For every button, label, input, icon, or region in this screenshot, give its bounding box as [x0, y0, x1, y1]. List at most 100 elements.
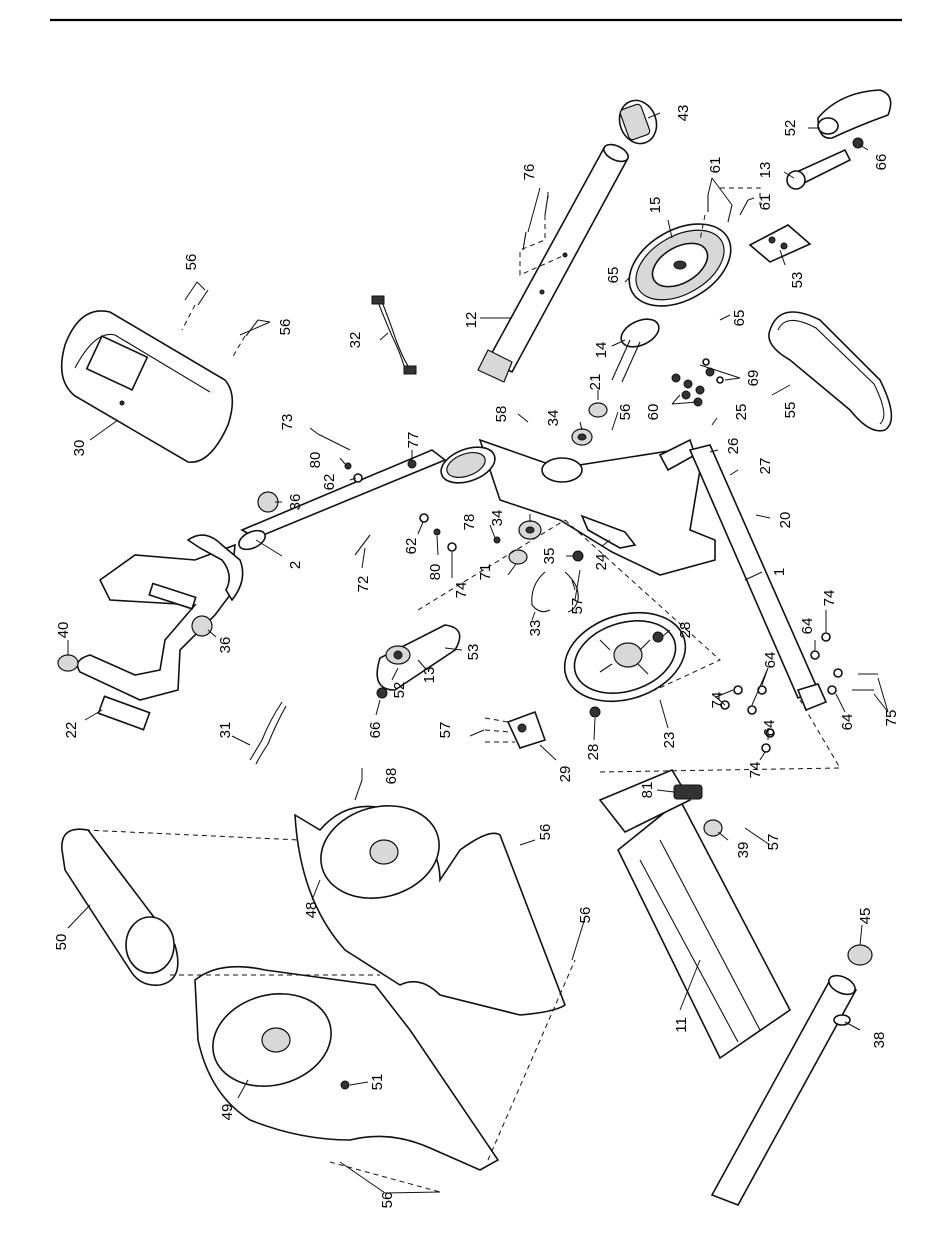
callout-32: 32 — [347, 332, 364, 349]
callout-52: 52 — [782, 120, 799, 137]
callout-66: 66 — [873, 154, 890, 171]
part-66-bolt-left — [377, 688, 387, 698]
callout-38: 38 — [871, 1032, 888, 1049]
callout-48: 48 — [303, 902, 320, 919]
part-52-13-crank-right — [787, 90, 891, 189]
callout-25: 25 — [733, 404, 750, 421]
callout-1: 1 — [771, 568, 788, 576]
callout-21: 21 — [587, 374, 604, 391]
part-1-rail — [690, 445, 826, 710]
part-14-axle — [612, 314, 663, 382]
callout-13: 13 — [421, 667, 438, 684]
part-11-base — [600, 770, 790, 1058]
callout-56: 56 — [577, 907, 594, 924]
callout-68: 68 — [383, 768, 400, 785]
callout-29: 29 — [557, 766, 574, 783]
callout-15: 15 — [647, 197, 664, 214]
part-35-bushing — [573, 551, 583, 561]
callout-13: 13 — [757, 162, 774, 179]
callout-55: 55 — [782, 402, 799, 419]
part-74-screw-a — [448, 543, 456, 551]
callout-33: 33 — [527, 620, 544, 637]
callout-76: 76 — [521, 164, 538, 181]
callout-14: 14 — [593, 342, 610, 359]
callout-30: 30 — [71, 440, 88, 457]
part-56-console-screws — [182, 290, 258, 358]
callout-34: 34 — [489, 510, 506, 527]
callout-23: 23 — [661, 732, 678, 749]
callout-56: 56 — [537, 824, 554, 841]
callout-40: 40 — [55, 622, 72, 639]
part-68-screw — [355, 780, 362, 800]
part-80-washer-a — [345, 463, 351, 469]
part-28-nut-b — [590, 707, 600, 717]
callout-36: 36 — [287, 494, 304, 511]
part-23-flywheel — [553, 598, 697, 716]
callout-49: 49 — [219, 1104, 236, 1121]
callout-24: 24 — [593, 554, 610, 571]
callout-57: 57 — [437, 722, 454, 739]
part-80-washer-b — [434, 529, 440, 535]
part-31-wire — [250, 702, 286, 764]
callout-75: 75 — [883, 710, 900, 727]
callout-81: 81 — [639, 782, 656, 799]
callout-78: 78 — [461, 514, 478, 531]
callout-77: 77 — [405, 432, 422, 449]
part-72-bolt — [355, 535, 370, 555]
callout-52: 52 — [391, 682, 408, 699]
part-60-69-fasteners — [672, 359, 723, 406]
callout-50: 50 — [53, 934, 70, 951]
callout-80: 80 — [427, 564, 444, 581]
callout-61: 61 — [757, 194, 774, 211]
callout-64: 64 — [839, 714, 856, 731]
part-43-end-cap — [614, 95, 663, 149]
callout-27: 27 — [757, 458, 774, 475]
callout-34: 34 — [545, 410, 562, 427]
callout-80: 80 — [307, 452, 324, 469]
callout-71: 71 — [477, 564, 494, 581]
part-36-knob-b — [192, 616, 212, 636]
callout-64: 64 — [761, 720, 778, 737]
callout-43: 43 — [675, 105, 692, 122]
callout-28: 28 — [677, 622, 694, 639]
callout-65: 65 — [731, 310, 748, 327]
part-21-bearing — [589, 403, 607, 417]
part-15-pulley — [615, 207, 745, 323]
callout-74: 74 — [821, 590, 838, 607]
callout-45: 45 — [857, 908, 874, 925]
callout-66: 66 — [367, 722, 384, 739]
part-51-clip — [341, 1081, 349, 1089]
callout-56: 56 — [379, 1192, 396, 1209]
callout-26: 26 — [725, 438, 742, 455]
callout-74: 74 — [747, 762, 764, 779]
part-40-end-cap — [58, 655, 78, 671]
callout-64: 64 — [762, 652, 779, 669]
callout-57: 57 — [765, 834, 782, 851]
part-50-side-cover — [62, 829, 178, 985]
part-73-bolt — [318, 434, 350, 450]
callout-2: 2 — [287, 561, 304, 569]
callout-61: 61 — [707, 157, 724, 174]
callout-22: 22 — [63, 722, 80, 739]
callout-56: 56 — [183, 254, 200, 271]
part-53-pedal-left — [377, 625, 460, 690]
part-22-handlebar — [78, 535, 243, 730]
part-29-bracket — [508, 712, 545, 748]
callout-31: 31 — [217, 722, 234, 739]
callout-12: 12 — [463, 312, 480, 329]
callout-11: 11 — [673, 1017, 690, 1033]
callout-72: 72 — [355, 576, 372, 593]
callout-51: 51 — [369, 1074, 386, 1091]
callout-35: 35 — [541, 548, 558, 565]
part-62-spacer-b — [420, 514, 428, 522]
callout-53: 53 — [465, 644, 482, 661]
callout-56: 56 — [277, 319, 294, 336]
callout-62: 62 — [403, 538, 420, 555]
callout-65: 65 — [605, 267, 622, 284]
part-28-nut-a — [653, 632, 663, 642]
callout-57: 57 — [569, 598, 586, 615]
part-81-end-cap — [674, 785, 702, 799]
callout-62: 62 — [321, 474, 338, 491]
callout-56: 56 — [617, 404, 634, 421]
